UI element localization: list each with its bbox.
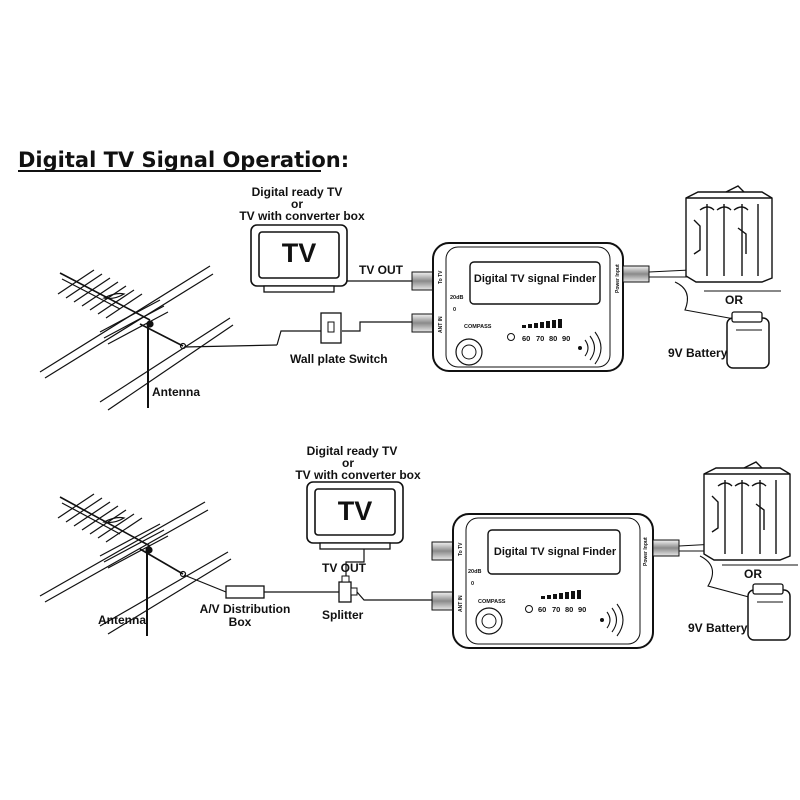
meter-tick-80-2: 80 [565, 605, 573, 614]
or-label: OR [725, 293, 743, 307]
meter-tick-70-2: 70 [552, 605, 560, 614]
battery-label-2: 9V Battery [688, 621, 748, 635]
tv-caption-2-line1: Digital ready TV [307, 444, 398, 458]
battery-holder-2 [703, 461, 791, 561]
compass-label-2: COMPASS [478, 599, 506, 605]
gain-label-2: 20dB [468, 569, 481, 575]
to-tv-label: To TV [438, 270, 444, 284]
antenna-diagram-2 [39, 493, 232, 636]
antenna-diagram [39, 265, 278, 411]
tv-out-label-2: TV OUT [322, 561, 367, 575]
ant-connector [411, 313, 435, 333]
signal-finder-device-2 [452, 513, 654, 649]
signal-meter-bars-2 [541, 590, 581, 599]
tv-caption-line1: Digital ready TV [252, 185, 343, 199]
tv-set [250, 224, 348, 293]
finder-title: Digital TV signal Finder [474, 273, 597, 285]
power-connector [622, 265, 650, 283]
meter-tick-70: 70 [536, 334, 544, 343]
splitter [338, 575, 358, 603]
ant-in-label-2: ANT IN [458, 595, 464, 612]
tv-caption-2-line2: or [342, 456, 354, 470]
gain-zero: 0 [453, 307, 456, 313]
power-connector-2 [652, 539, 680, 557]
tv-connector [411, 271, 435, 291]
tv-screen-text: TV [282, 238, 317, 268]
tv-set-2 [306, 481, 404, 550]
antenna-cable-2 [183, 574, 227, 593]
meter-tick-90-2: 90 [578, 605, 586, 614]
ant-connector-2 [431, 591, 455, 611]
av-distribution-box [225, 585, 265, 599]
finder-title-2: Digital TV signal Finder [494, 546, 617, 558]
distribution-label-line1: A/V Distribution [200, 602, 291, 616]
wall-plate-switch [320, 312, 342, 344]
tv-connector-2 [431, 541, 455, 561]
panel-direct-connection: Antenna Wall plate Switch Digital ready … [39, 185, 781, 411]
meter-tick-80: 80 [549, 334, 557, 343]
battery-holder [685, 185, 773, 283]
to-tv-label-2: To TV [458, 542, 464, 556]
panel-distribution-connection: Antenna A/V Distribution Box Splitter TV… [39, 444, 798, 649]
tv-screen-text-2: TV [338, 496, 373, 526]
splitter-to-tv-cable [345, 547, 365, 576]
signal-meter-bars [522, 319, 562, 328]
gain-label: 20dB [450, 295, 463, 301]
meter-tick-60-2: 60 [538, 605, 546, 614]
power-input-label: Power Input [615, 264, 621, 293]
gain-zero-2: 0 [471, 581, 474, 587]
antenna-label: Antenna [152, 385, 200, 399]
diagram-title: Digital TV Signal Operation: [18, 148, 349, 172]
meter-tick-90: 90 [562, 334, 570, 343]
nine-volt-battery-2 [747, 583, 791, 641]
tv-out-label: TV OUT [359, 263, 404, 277]
antenna-cable [276, 330, 322, 346]
tv-caption-line3: TV with converter box [239, 209, 365, 223]
or-label-2: OR [744, 567, 762, 581]
nine-volt-battery [726, 311, 770, 369]
ant-in-label: ANT IN [438, 316, 444, 333]
distribution-label-line2: Box [229, 615, 252, 629]
tv-caption-line2: or [291, 197, 303, 211]
tv-caption-2-line3: TV with converter box [295, 468, 421, 482]
wall-to-finder-cable [342, 321, 412, 332]
meter-tick-60: 60 [522, 334, 530, 343]
compass-label: COMPASS [464, 324, 492, 330]
power-input-label-2: Power Input [643, 537, 649, 566]
signal-finder-device [432, 242, 624, 372]
wall-plate-label: Wall plate Switch [290, 352, 388, 366]
splitter-label: Splitter [322, 608, 364, 622]
antenna-label-2: Antenna [98, 613, 146, 627]
battery-label: 9V Battery [668, 346, 728, 360]
splitter-to-finder-cable [356, 591, 432, 601]
